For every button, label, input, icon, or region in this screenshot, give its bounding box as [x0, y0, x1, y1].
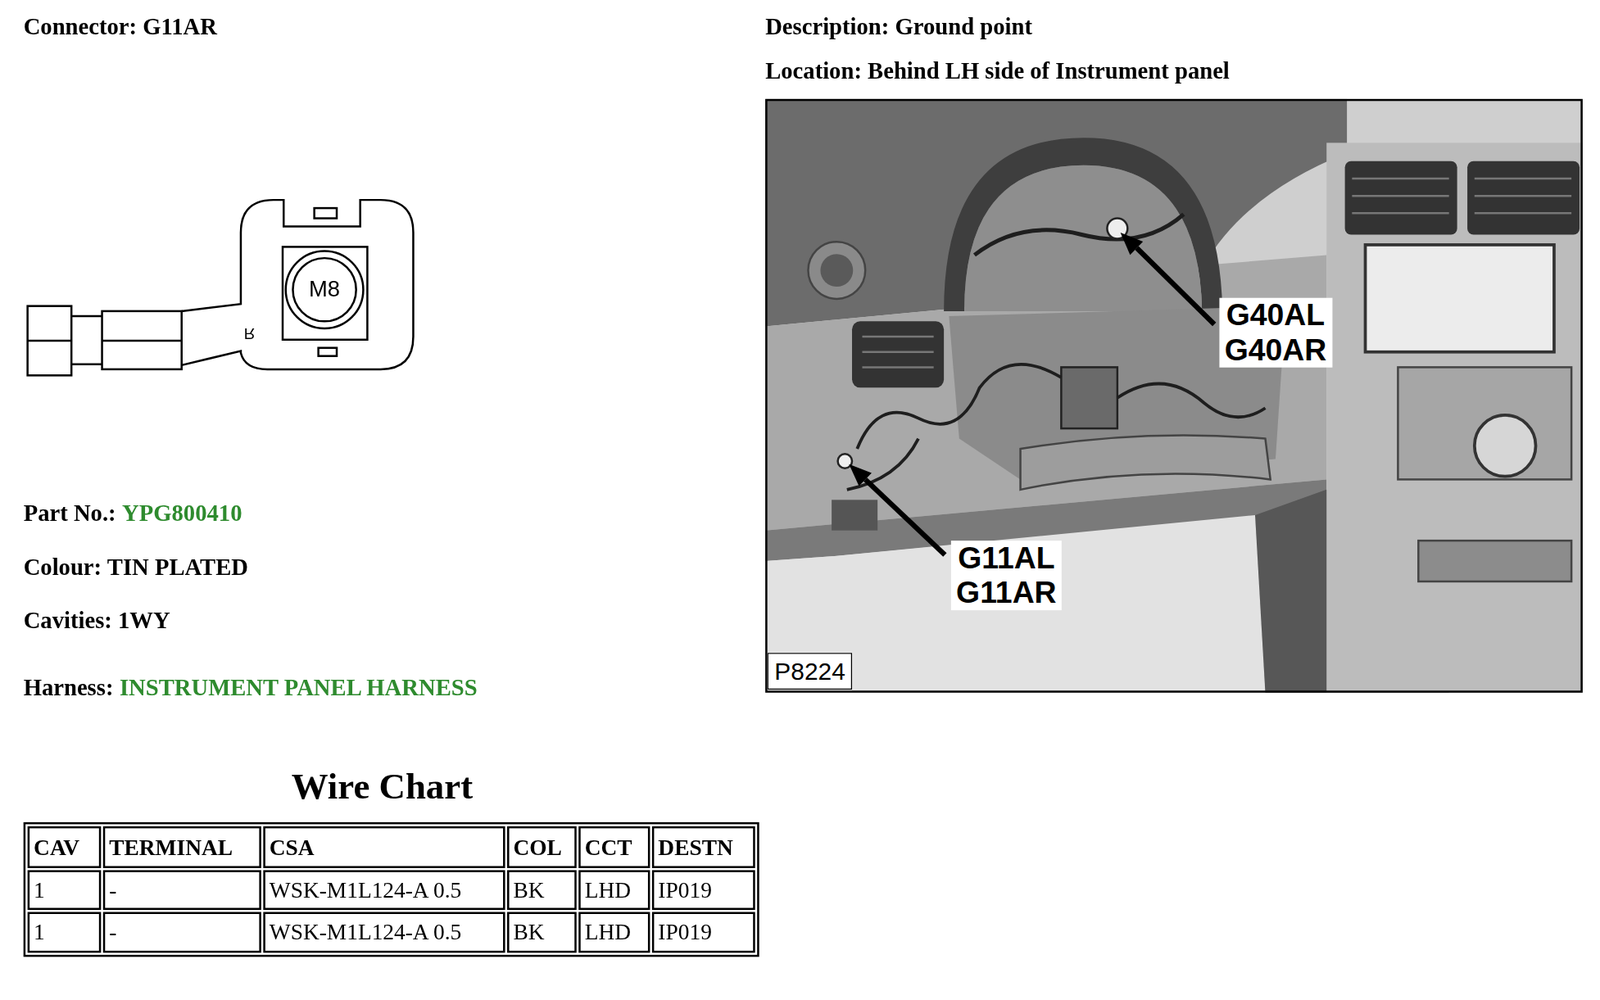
table-cell: WSK-M1L124-A 0.5	[262, 912, 505, 954]
description-heading: Description: Ground point	[765, 13, 1033, 42]
field-value: YPG800410	[122, 501, 242, 527]
center-stack	[1326, 142, 1583, 693]
data-row: 1-WSK-M1L124-A 0.5BKLHDIP019	[27, 870, 756, 911]
wire-chart-table: CAVTERMINALCSACOLCCTDESTN1-WSK-M1L124-A …	[23, 822, 760, 957]
field-name: Harness:	[23, 675, 114, 702]
lower-switches	[1418, 540, 1572, 582]
callout-box: G11ALG11AR	[951, 540, 1062, 611]
lug-outline	[181, 199, 414, 370]
cavities-line: Cavities: 1WY	[23, 607, 171, 636]
field-name: Part No.:	[23, 501, 117, 527]
stud-hole-outer	[285, 250, 364, 329]
center-vent	[1467, 161, 1580, 236]
table-cell: -	[103, 912, 262, 954]
table-body: CAVTERMINALCSACOLCCTDESTN1-WSK-M1L124-A …	[27, 826, 756, 953]
field-value: INSTRUMENT PANEL HARNESS	[119, 675, 478, 702]
callout-label: G40AL	[1224, 298, 1328, 333]
screen	[1365, 244, 1555, 353]
dashboard-illustration	[765, 99, 1583, 694]
callout-label: G11AR	[956, 575, 1057, 610]
photo-frame	[766, 99, 1582, 692]
leader-line	[1137, 248, 1215, 325]
fuse-block	[1060, 367, 1118, 429]
arrowhead	[848, 464, 872, 487]
support-bracket	[1020, 435, 1271, 490]
location-heading: Location: Behind LH side of Instrument p…	[765, 57, 1230, 87]
figure-number: P8224	[774, 655, 845, 689]
callout-label: G11AL	[956, 540, 1057, 576]
table-cell: LHD	[578, 912, 650, 954]
column-header: CSA	[262, 826, 505, 869]
connector-heading: Connector: G11AR	[23, 13, 218, 42]
table-cell: IP019	[652, 870, 756, 911]
terminal-end	[27, 306, 73, 377]
footwell	[765, 515, 1265, 694]
cluster-opening	[964, 165, 1202, 312]
terminal-midline	[27, 339, 73, 342]
table-cell: 1	[27, 870, 102, 911]
arrowhead	[1120, 232, 1144, 255]
column-header: COL	[507, 826, 577, 869]
info-row: Harness:INSTRUMENT PANEL HARNESS	[23, 674, 478, 703]
stud-size: M8	[295, 275, 354, 304]
column-header: TERMINAL	[103, 826, 262, 869]
table-cell: -	[103, 870, 262, 911]
table-cell: IP019	[652, 912, 756, 954]
lower-bracket	[831, 499, 878, 531]
colour-line: Colour: TIN PLATED	[23, 553, 249, 583]
stud-square	[282, 246, 368, 340]
barrel-midline	[102, 339, 182, 342]
figure-number-box: P8224	[767, 652, 853, 690]
callout-box: G40ALG40AR	[1219, 298, 1332, 368]
vent-slats	[861, 336, 934, 368]
center-vent	[1345, 161, 1458, 236]
header-row: CAVTERMINALCSACOLCCTDESTN	[27, 826, 756, 869]
control-panel	[1397, 367, 1572, 480]
crimp-barrel	[102, 311, 182, 370]
photo-ground	[765, 99, 1583, 694]
table-cell: BK	[507, 870, 577, 911]
stud-hole-inner	[292, 258, 356, 322]
leader-line	[865, 479, 945, 555]
control-knob	[1474, 415, 1537, 477]
terminal-neck	[71, 316, 102, 365]
round-vent	[807, 241, 866, 300]
info-row: Part No.:YPG800410	[23, 499, 243, 529]
lug-slot	[318, 348, 337, 357]
column-header: CCT	[578, 826, 650, 869]
terminal-mark: R	[244, 325, 256, 342]
side-vent	[852, 321, 944, 388]
table-title: Wire Chart	[23, 764, 742, 810]
table-cell: WSK-M1L124-A 0.5	[262, 870, 505, 911]
round-vent-core	[820, 253, 853, 287]
column-header: CAV	[27, 826, 102, 869]
vent-slats	[1351, 178, 1572, 214]
table-cell: 1	[27, 912, 102, 954]
lug-tab	[314, 208, 337, 218]
cluster-hood	[943, 137, 1223, 312]
callout-label: G40AR	[1224, 332, 1328, 368]
column-header: DESTN	[652, 826, 756, 869]
ring-terminal-drawing	[27, 199, 414, 376]
table-cell: BK	[507, 912, 577, 954]
data-row: 1-WSK-M1L124-A 0.5BKLHDIP019	[27, 912, 756, 954]
table-cell: LHD	[578, 870, 650, 911]
cluster-wire	[974, 214, 1184, 256]
